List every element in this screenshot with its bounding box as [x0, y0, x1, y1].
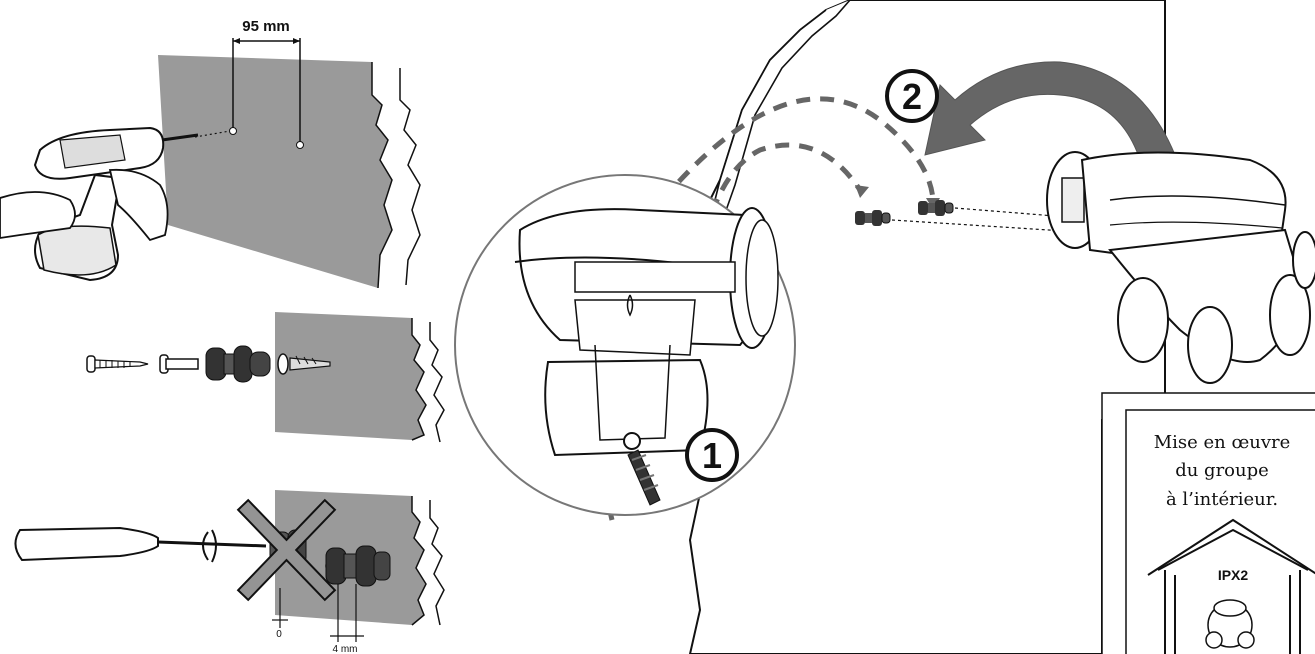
indoor-line-1: Mise en œuvre — [1154, 432, 1291, 453]
fixing-parts-step — [87, 312, 444, 442]
step-1-badge: 1 — [687, 430, 737, 480]
hole-spacing-label: 95 mm — [242, 18, 290, 35]
zoom-detail — [455, 175, 795, 515]
gap-four-label: 4 mm — [333, 644, 358, 654]
rubber-damper-icon — [206, 346, 270, 382]
wall-panel-middle — [275, 312, 426, 440]
correct-fixing-icon — [326, 546, 390, 586]
sleeve-icon — [160, 355, 198, 373]
drill-hole-right — [297, 142, 304, 149]
indoor-install-box: Mise en œuvre du groupe à l’intérieur. I… — [1102, 393, 1315, 654]
wall-panel-top — [158, 55, 392, 288]
svg-text:1: 1 — [702, 435, 722, 476]
step-2-badge: 2 — [887, 71, 937, 121]
indoor-line-2: du groupe — [1175, 460, 1269, 481]
screwing-step: 0 4 mm — [15, 490, 444, 654]
screwdriver-icon — [15, 528, 266, 562]
drill-hole-left — [230, 128, 237, 135]
gap-zero-label: 0 — [276, 629, 282, 640]
screw-icon — [87, 356, 148, 372]
drilling-step: 95 mm — [0, 18, 420, 288]
svg-text:2: 2 — [902, 76, 922, 117]
ipx2-rating: IPX2 — [1218, 567, 1249, 583]
indoor-line-3: à l’intérieur. — [1166, 489, 1278, 510]
